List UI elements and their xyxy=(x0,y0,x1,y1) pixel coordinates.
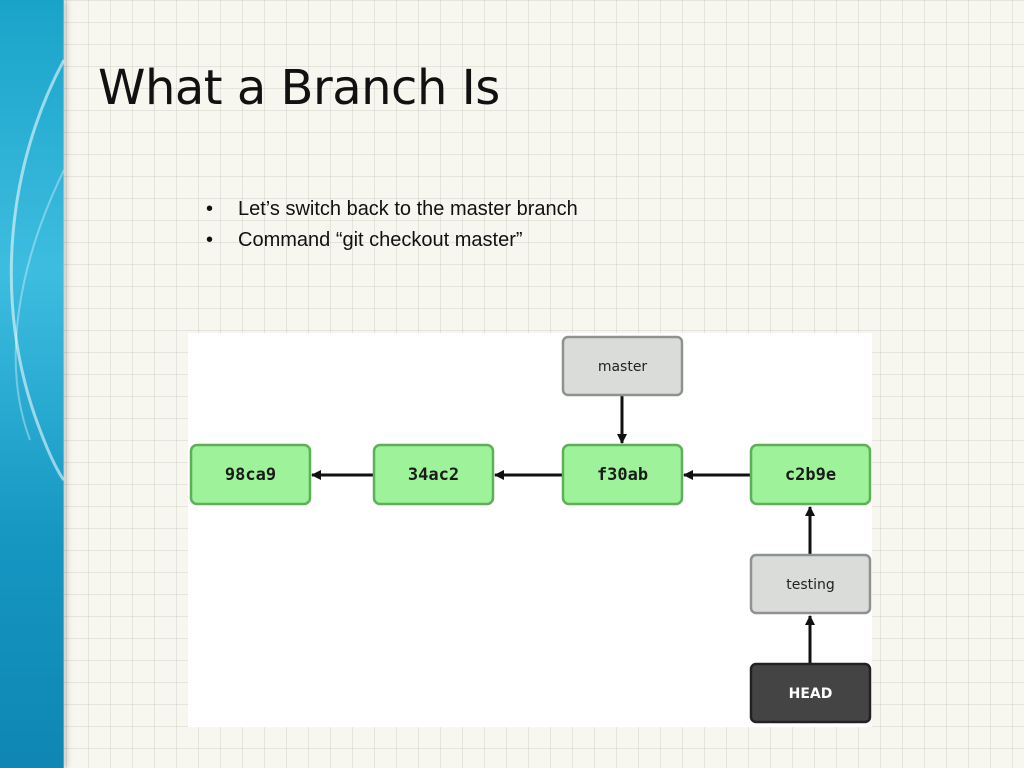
branch-diagram-svg: 98ca9 34ac2 f30ab c2b9e master testing xyxy=(189,335,872,724)
head-label: HEAD xyxy=(789,686,833,702)
commit-node: 34ac2 xyxy=(372,443,495,506)
commit-node: 98ca9 xyxy=(189,443,312,506)
branch-node-master: master xyxy=(561,335,684,397)
branch-diagram: 98ca9 34ac2 f30ab c2b9e master testing xyxy=(188,333,872,727)
bullet-dot-icon: • xyxy=(206,198,214,220)
commit-label: f30ab xyxy=(597,465,648,485)
bullet-list: • Let’s switch back to the master branch… xyxy=(204,194,578,256)
commit-label: c2b9e xyxy=(785,465,836,485)
bullet-item: • Command “git checkout master” xyxy=(204,225,578,256)
head-pointer-node: HEAD xyxy=(749,662,872,724)
commit-node: c2b9e xyxy=(749,443,872,506)
commit-label: 34ac2 xyxy=(408,465,459,485)
bullet-dot-icon: • xyxy=(206,229,214,251)
decorative-swoosh-icon xyxy=(9,0,64,768)
bullet-text: Command “git checkout master” xyxy=(238,229,523,251)
branch-label: testing xyxy=(786,577,835,593)
slide-title: What a Branch Is xyxy=(98,60,500,116)
bullet-text: Let’s switch back to the master branch xyxy=(238,198,578,220)
commit-node: f30ab xyxy=(561,443,684,506)
branch-label: master xyxy=(598,359,648,375)
bullet-item: • Let’s switch back to the master branch xyxy=(204,194,578,225)
side-decoration-band xyxy=(0,0,64,768)
branch-node-testing: testing xyxy=(749,553,872,615)
commit-label: 98ca9 xyxy=(225,465,276,485)
